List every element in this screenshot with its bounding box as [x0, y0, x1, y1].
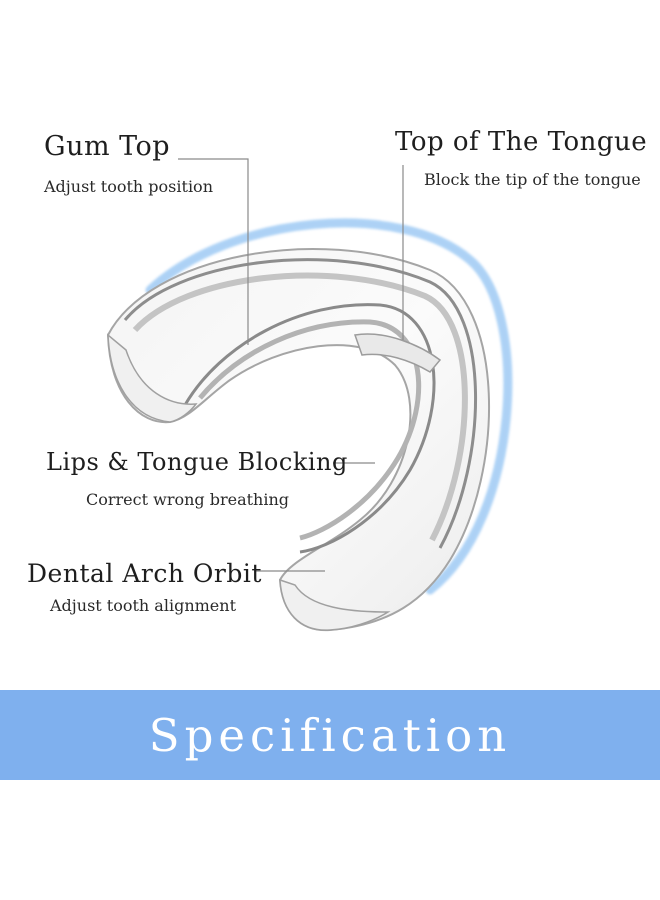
- leader-lines: [178, 158, 404, 572]
- lips-tongue-title: Lips & Tongue Blocking: [46, 448, 348, 476]
- leader-gum-top: [178, 158, 249, 345]
- tray-left-flange: [107, 333, 198, 423]
- lips-tongue-subtitle: Correct wrong breathing: [86, 490, 290, 509]
- dental-tray-illustration: [106, 158, 513, 632]
- tongue-top-title: Top of The Tongue: [395, 127, 648, 157]
- dental-arch-subtitle: Adjust tooth alignment: [50, 596, 236, 615]
- tray-inner-wall: [183, 303, 436, 554]
- tray-outer-rim-2: [132, 272, 468, 542]
- gum-top-subtitle: Adjust tooth position: [44, 177, 213, 196]
- tray-outer-rim: [123, 258, 477, 549]
- tray-bottom-flange: [279, 578, 391, 631]
- dental-arch-title: Dental Arch Orbit: [27, 559, 262, 588]
- specification-banner: Specification: [0, 690, 660, 780]
- banner-title: Specification: [148, 708, 512, 762]
- gum-top-title: Gum Top: [44, 131, 171, 162]
- blue-glow-arc: [145, 218, 513, 595]
- tongue-top-subtitle: Block the tip of the tongue: [424, 170, 641, 189]
- tongue-tab: [353, 333, 442, 373]
